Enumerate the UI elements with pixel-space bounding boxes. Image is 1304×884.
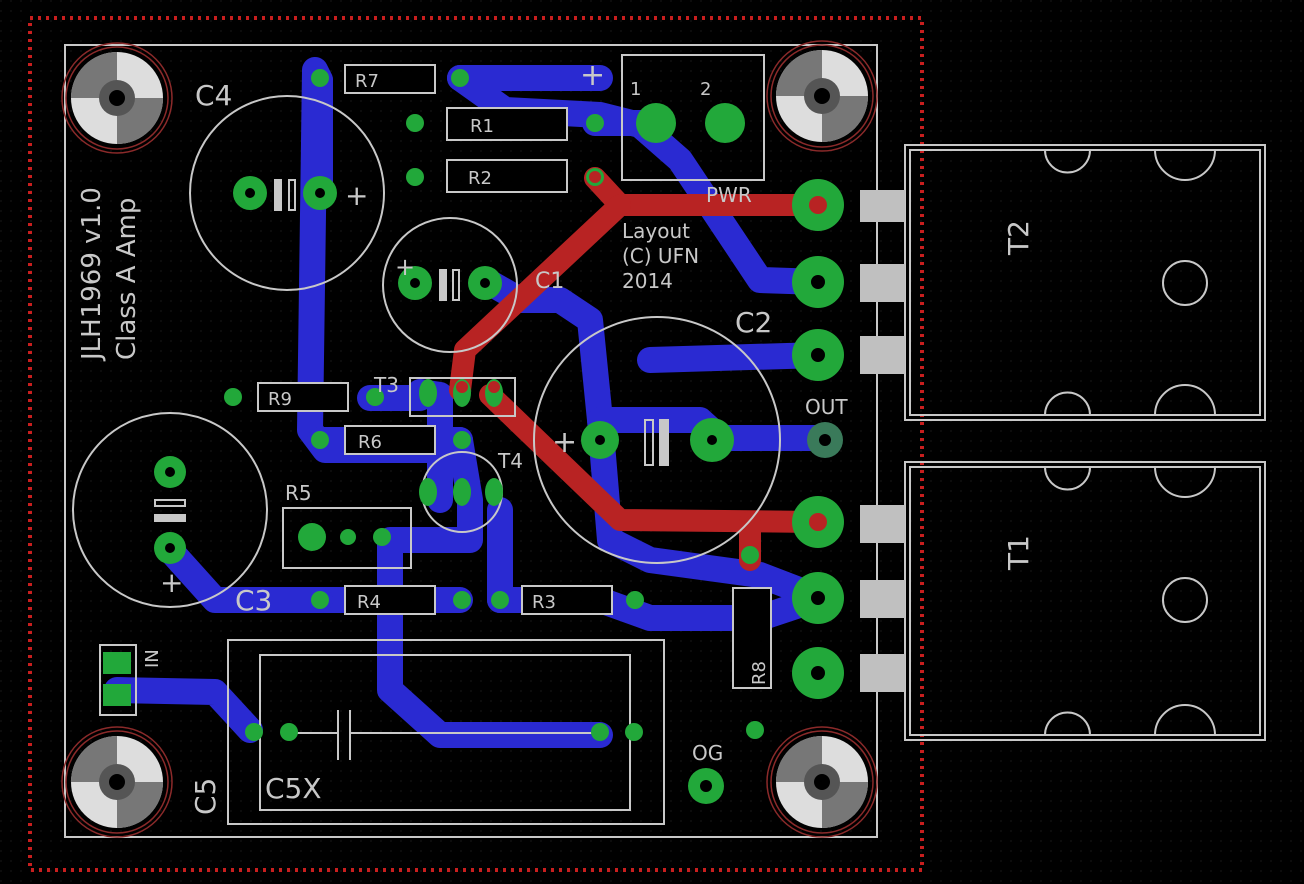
r5-outline [282, 507, 412, 569]
mounting-hole-top-right [766, 40, 878, 152]
label-plus-c1: + [395, 253, 415, 281]
c1-outline [382, 217, 518, 353]
board-title-line1: JLH1969 v1.0 [77, 187, 107, 362]
resistor-bodies [257, 64, 772, 689]
label-pin1: 1 [630, 79, 641, 100]
power-transistor-tabs [860, 190, 905, 692]
c3-outline [72, 412, 268, 608]
r2-body [446, 159, 568, 193]
label-r4: R4 [357, 592, 381, 613]
label-pin2: 2 [700, 79, 711, 100]
label-c4: C4 [195, 79, 232, 112]
label-plus-c3: + [160, 566, 183, 599]
t3-outline [409, 377, 516, 417]
rotated-labels: JLH1969 v1.0 Class A Amp T2 T1 R8 C5 IN [77, 187, 1035, 815]
c2-outline [533, 316, 781, 564]
label-r5: R5 [285, 481, 312, 505]
t1-outline-inner [909, 466, 1261, 736]
r3-body [521, 585, 613, 615]
pwr-connector-outline [621, 54, 765, 181]
r4-body [344, 585, 436, 615]
credit-line-2: (C) UFN [622, 244, 699, 268]
r9-body [257, 382, 349, 412]
vias [456, 171, 827, 531]
c5x-outline-outer [227, 639, 665, 825]
label-r1: R1 [470, 116, 494, 137]
label-r6: R6 [358, 432, 382, 453]
c4-outline [189, 95, 385, 291]
label-c1: C1 [535, 269, 564, 294]
small-pads [103, 69, 764, 741]
label-t2: T2 [1002, 220, 1035, 256]
capacitor-symbols [154, 179, 669, 760]
label-t3: T3 [373, 373, 399, 397]
label-pwr: PWR [706, 183, 752, 207]
pads [154, 103, 844, 804]
board-title-line2: Class A Amp [112, 198, 142, 360]
drill-holes [165, 188, 831, 792]
label-plus-pwr: + [580, 58, 605, 93]
credit-line-3: 2014 [622, 269, 673, 293]
label-og: OG [692, 741, 723, 765]
label-t1: T1 [1002, 535, 1035, 571]
mounting-holes [61, 40, 878, 838]
label-r8: R8 [749, 661, 770, 685]
label-in: IN [142, 649, 163, 668]
board-silk-outline [64, 44, 878, 838]
r6-body [344, 425, 436, 455]
label-r9: R9 [268, 389, 292, 410]
label-r3: R3 [532, 592, 556, 613]
in-connector-outline [99, 644, 137, 716]
label-r7: R7 [355, 71, 379, 92]
mounting-hole-top-left [61, 42, 173, 154]
label-c5x: C5X [265, 772, 322, 805]
label-r2: R2 [468, 168, 492, 189]
label-c3: C3 [235, 584, 272, 617]
r8-body [732, 587, 772, 689]
silk-labels: C4 C1 C2 C3 C5X R7 R1 R2 R9 R6 R5 R4 R3 … [160, 58, 848, 805]
label-out: OUT [805, 395, 848, 419]
r7-body [344, 64, 436, 94]
credit-line-1: Layout [622, 219, 690, 243]
t2-outline-inner [909, 149, 1261, 416]
label-c2: C2 [735, 306, 772, 339]
label-t4: T4 [497, 449, 523, 473]
mounting-hole-bottom-right [766, 726, 878, 838]
label-c5: C5 [189, 778, 222, 815]
mounting-hole-bottom-left [61, 726, 173, 838]
label-plus-c2: + [552, 425, 577, 460]
r1-body [446, 107, 568, 141]
label-plus-c4: + [345, 179, 368, 212]
